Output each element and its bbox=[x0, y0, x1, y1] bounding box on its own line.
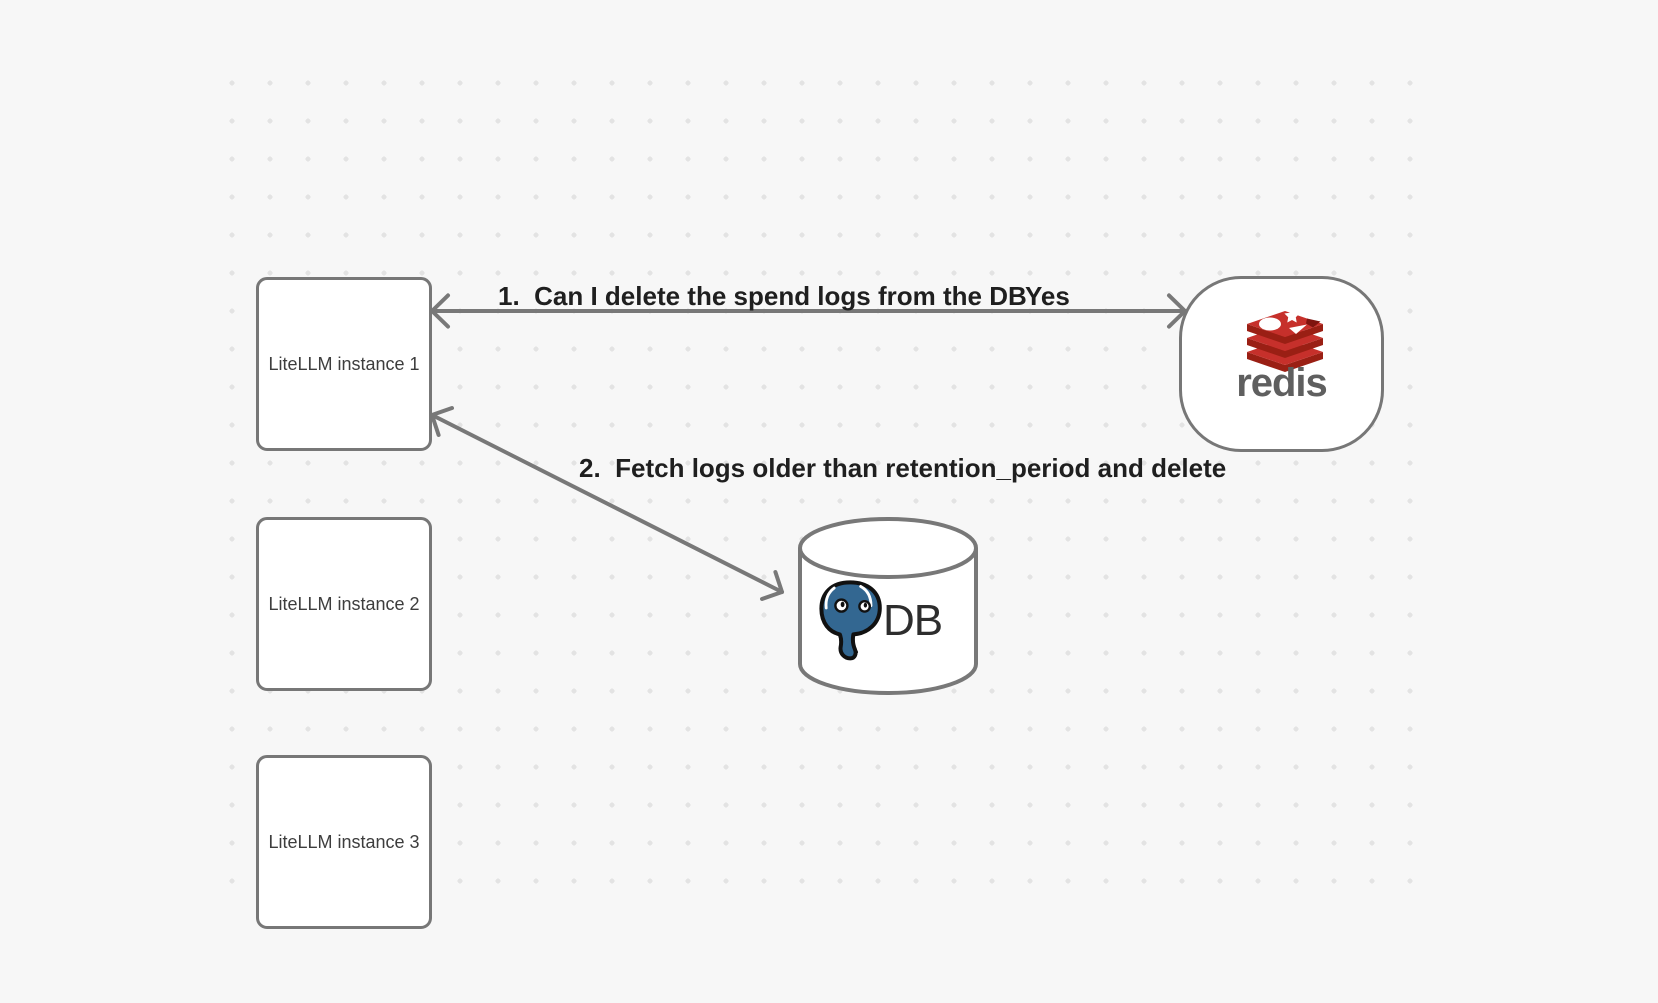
edge2-label[interactable]: 2. Fetch logs older than retention_perio… bbox=[579, 453, 1227, 483]
node-litellm-instance-3[interactable]: LiteLLM instance 3 bbox=[256, 755, 432, 929]
node-database[interactable]: DB bbox=[795, 515, 981, 697]
postgresql-elephant-icon bbox=[819, 580, 882, 661]
db-node-label: DB bbox=[883, 596, 943, 645]
arrow-instance1-db[interactable] bbox=[430, 406, 784, 601]
edge1-response-label[interactable]: Yes bbox=[1025, 281, 1070, 311]
node-label: LiteLLM instance 2 bbox=[268, 594, 420, 614]
node-redis[interactable]: redis bbox=[1179, 276, 1384, 452]
node-label: LiteLLM instance 3 bbox=[268, 832, 420, 852]
redis-stack-icon bbox=[1247, 308, 1323, 372]
node-litellm-instance-2[interactable]: LiteLLM instance 2 bbox=[256, 517, 432, 691]
node-label: LiteLLM instance 1 bbox=[268, 354, 420, 374]
redis-wordmark: redis bbox=[1236, 361, 1328, 405]
edge1-label[interactable]: 1. Can I delete the spend logs from the … bbox=[498, 281, 1027, 311]
node-litellm-instance-1[interactable]: LiteLLM instance 1 bbox=[256, 277, 432, 451]
